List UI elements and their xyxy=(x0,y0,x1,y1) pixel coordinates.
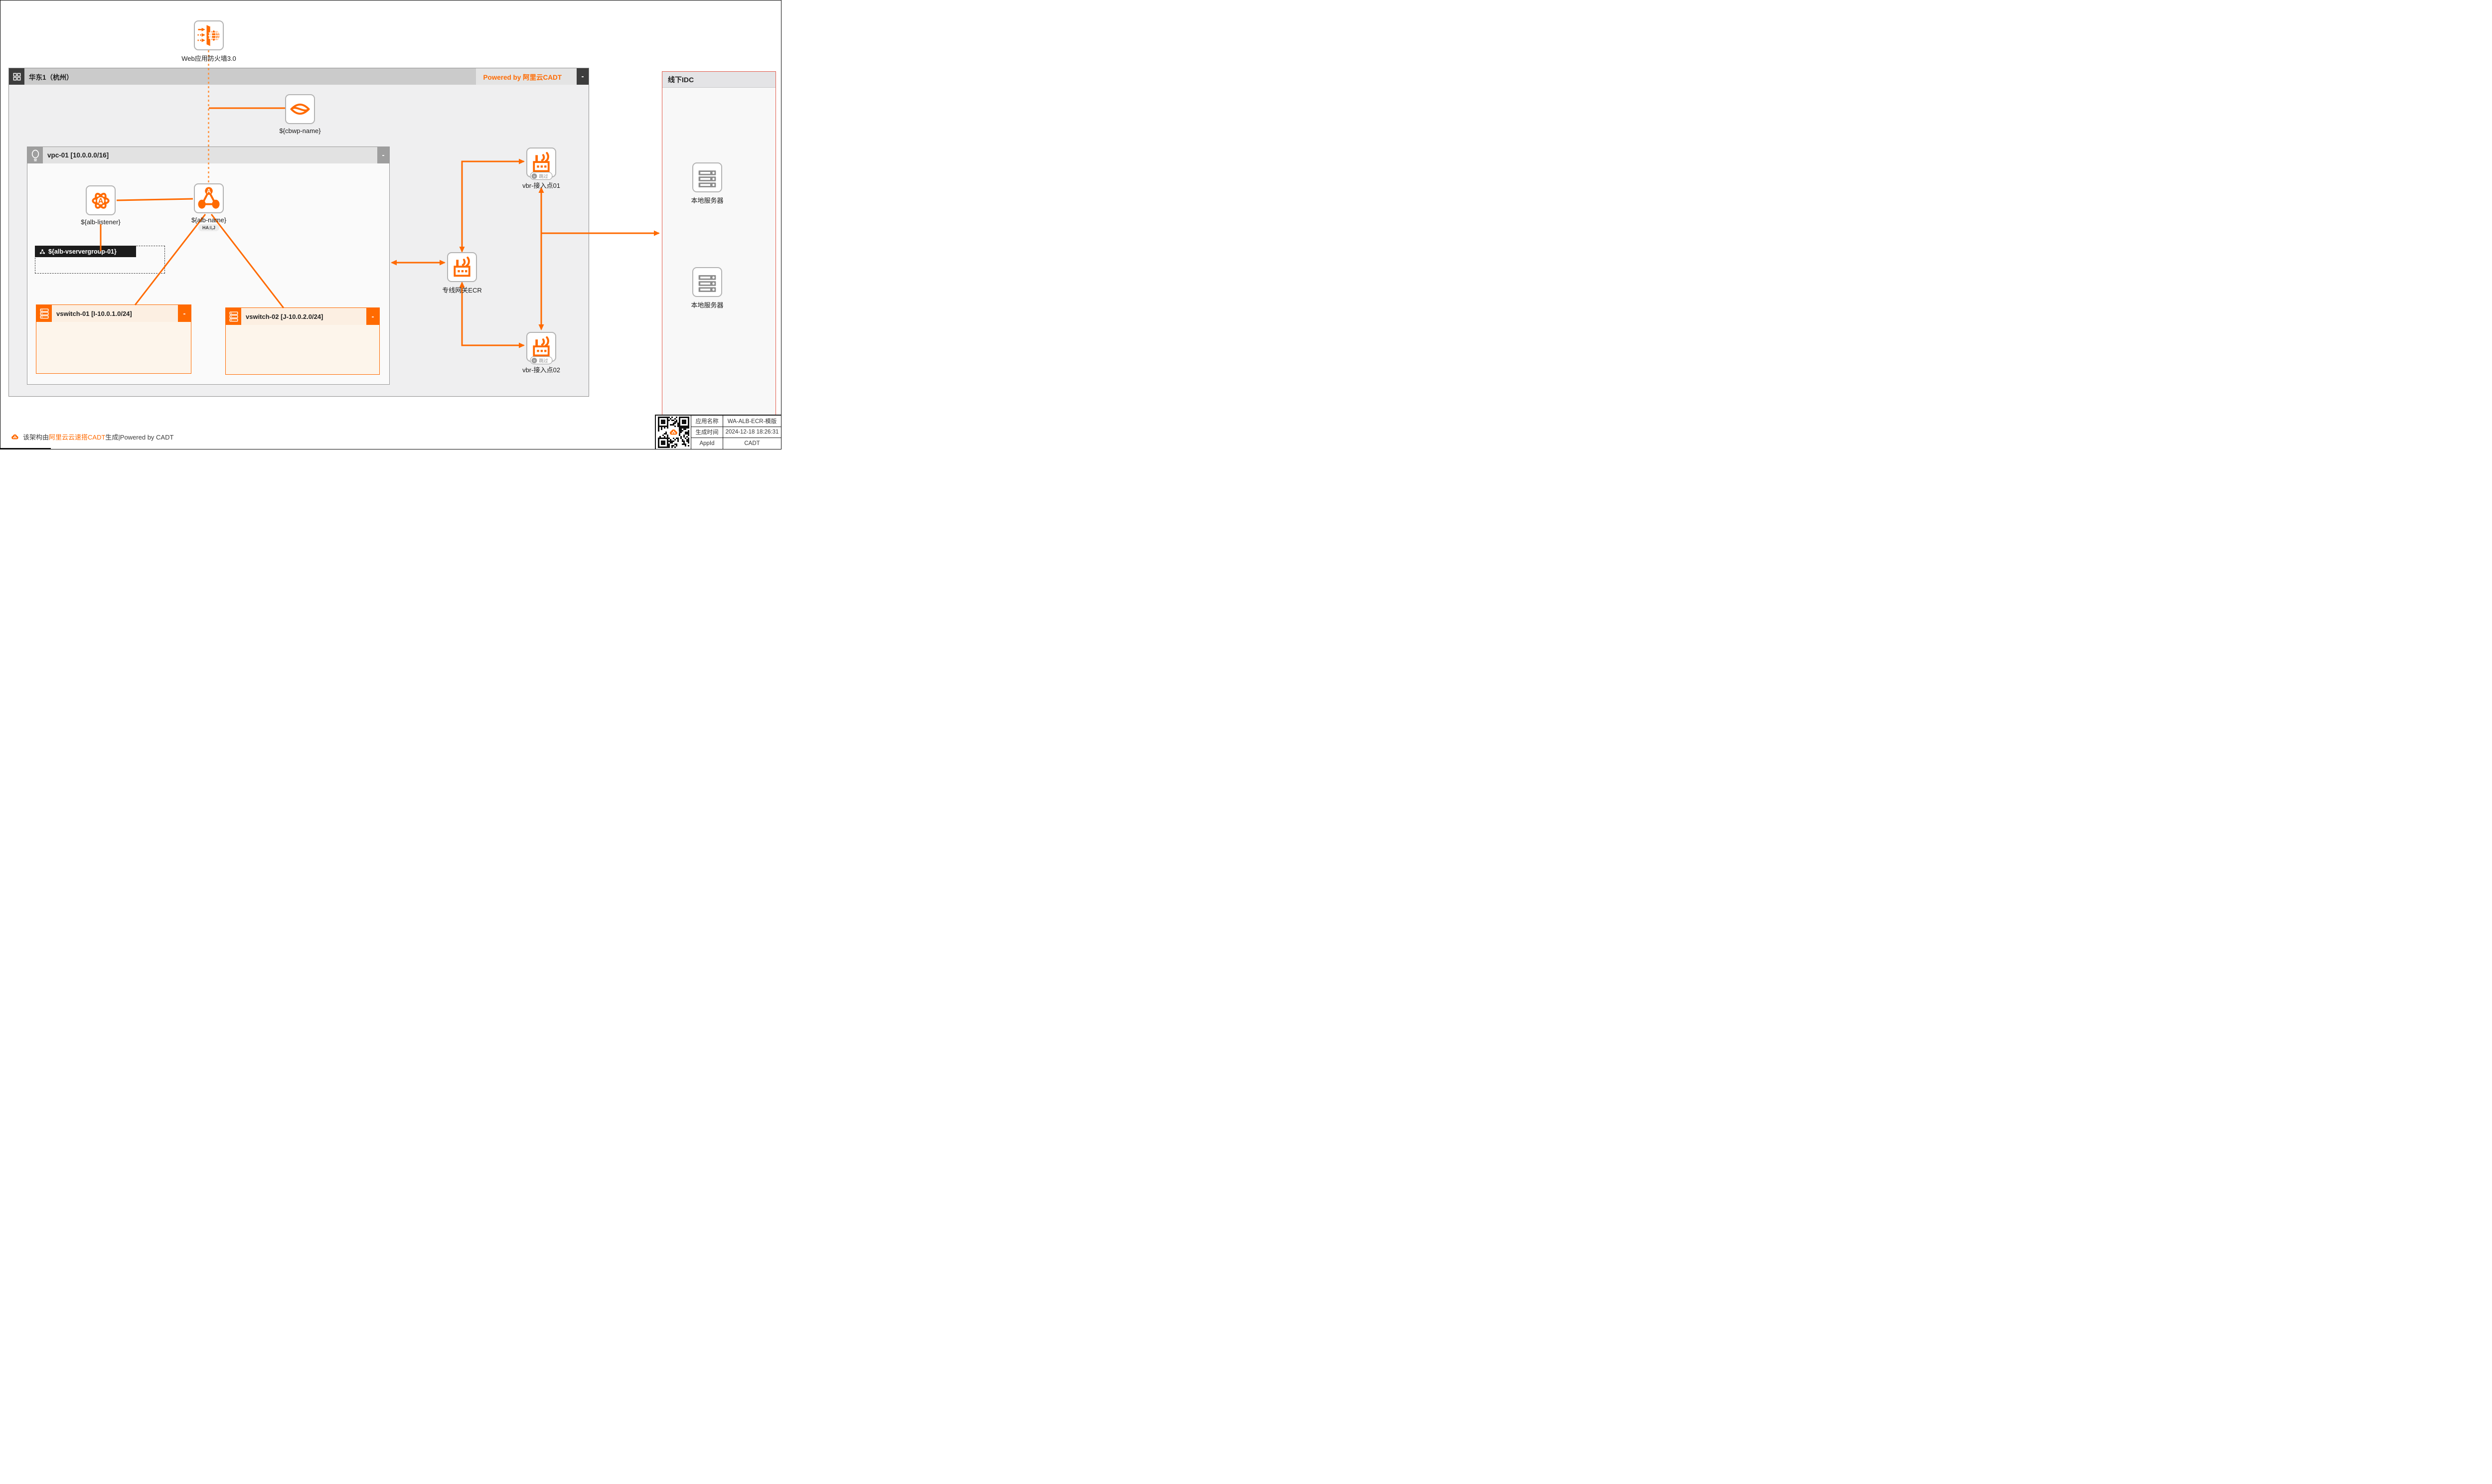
vbr2-skip-badge[interactable]: » 跳过 xyxy=(530,356,553,364)
vpc-icon xyxy=(27,147,43,163)
qr-cell xyxy=(656,416,691,449)
vswitch2-header[interactable]: vswitch-02 [J-10.0.2.0/24] - xyxy=(226,308,379,325)
alb-label: ${alb-name} xyxy=(191,216,227,224)
info-value: 2024-12-18 18:26:31 xyxy=(723,427,781,438)
vpc-collapse-button[interactable]: - xyxy=(377,147,389,163)
region-icon xyxy=(9,68,24,85)
footer-suffix: 生成|Powered by CADT xyxy=(105,434,174,441)
vswitch2-title: vswitch-02 [J-10.0.2.0/24] xyxy=(246,312,323,320)
region-header[interactable]: 华东1（杭州） Powered by 阿里云CADT - xyxy=(9,68,589,85)
powered-by-strip: Powered by 阿里云CADT xyxy=(476,68,577,85)
router-icon xyxy=(533,151,550,172)
alb-listener-node[interactable]: A ${alb-listener} xyxy=(81,185,121,226)
vswitch1-box: vswitch-01 [I-10.0.1.0/24] - xyxy=(36,304,191,374)
waf-node[interactable]: Web应用防火墙3.0 xyxy=(181,20,236,62)
alb-node[interactable]: A ${alb-name} HA:I,J xyxy=(191,183,226,231)
skip-icon: » xyxy=(531,173,537,179)
vswitch1-icon xyxy=(36,305,52,322)
vswitch1-collapse-button[interactable]: - xyxy=(178,305,191,322)
cbwp-icon xyxy=(290,103,310,115)
canvas-frame-strip xyxy=(0,448,51,449)
servergroup-icon xyxy=(39,249,45,254)
vpc-header[interactable]: vpc-01 [10.0.0.0/16] - xyxy=(27,147,389,163)
vswitch1-header[interactable]: vswitch-01 [I-10.0.1.0/24] - xyxy=(36,305,191,322)
alb-icon: A xyxy=(198,187,220,209)
skip-icon: » xyxy=(531,357,537,363)
vswitch-icon xyxy=(40,308,48,318)
cadt-logo-icon xyxy=(10,433,19,442)
alb-ha-badge: HA:I,J xyxy=(198,224,220,231)
vpc-balloon-icon xyxy=(31,149,39,161)
local-server1-label: 本地服务器 xyxy=(691,197,724,204)
vbr2-label: vbr-接入点02 xyxy=(522,366,560,374)
footer-credit: 该架构由阿里云云速搭CADT生成|Powered by CADT xyxy=(10,432,173,442)
alb-listener-icon: A xyxy=(92,192,110,209)
region-title: 华东1（杭州） xyxy=(29,73,73,81)
idc-title: 线下IDC xyxy=(668,75,694,84)
info-table: 应用名称 WA-ALB-ECR-模版 生成时间 2024-12-18 18:26… xyxy=(655,415,781,449)
vbr2-node[interactable]: » 跳过 vbr-接入点02 xyxy=(522,332,560,374)
local-server1-node[interactable]: 本地服务器 xyxy=(691,162,724,204)
vservergroup-label-box[interactable]: ${alb-vservergroup-01} xyxy=(35,246,136,257)
info-value: CADT xyxy=(723,438,781,449)
idc-box: 线下IDC xyxy=(662,71,776,419)
qr-code xyxy=(657,416,689,448)
region-collapse-button[interactable]: - xyxy=(577,68,589,85)
waf-icon xyxy=(197,25,220,46)
info-label: AppId xyxy=(691,438,723,449)
grid-icon xyxy=(13,73,20,80)
vpc-title: vpc-01 [10.0.0.0/16] xyxy=(47,151,109,159)
router-icon xyxy=(533,336,550,357)
vswitch2-collapse-button[interactable]: - xyxy=(366,308,379,325)
ecr-node[interactable]: 专线网关ECR xyxy=(442,252,482,294)
vswitch-icon xyxy=(229,311,238,321)
cadt-diagram-canvas: 华东1（杭州） Powered by 阿里云CADT - vpc-01 [10.… xyxy=(0,0,781,449)
footer-brand: 阿里云云速搭CADT xyxy=(49,434,106,441)
vbr1-node[interactable]: » 跳过 vbr-接入点01 xyxy=(522,148,560,189)
vservergroup-label: ${alb-vservergroup-01} xyxy=(48,248,117,255)
info-label: 生成时间 xyxy=(691,427,723,438)
local-server2-label: 本地服务器 xyxy=(691,301,724,309)
vbr1-skip-badge[interactable]: » 跳过 xyxy=(530,172,553,180)
vbr1-label: vbr-接入点01 xyxy=(522,182,560,189)
info-value: WA-ALB-ECR-模版 xyxy=(723,416,781,427)
svg-text:A: A xyxy=(98,197,103,205)
server-icon xyxy=(698,170,716,187)
info-label: 应用名称 xyxy=(691,416,723,427)
cbwp-label: ${cbwp-name} xyxy=(279,127,321,135)
alb-listener-label: ${alb-listener} xyxy=(81,218,121,226)
idc-header: 线下IDC xyxy=(662,72,776,88)
footer-prefix: 该架构由 xyxy=(23,434,49,441)
server-icon xyxy=(698,275,716,292)
cbwp-node[interactable]: ${cbwp-name} xyxy=(279,94,321,135)
footer-text: 该架构由阿里云云速搭CADT生成|Powered by CADT xyxy=(23,432,173,442)
vswitch2-box: vswitch-02 [J-10.0.2.0/24] - xyxy=(225,307,380,375)
vswitch1-title: vswitch-01 [I-10.0.1.0/24] xyxy=(56,309,132,317)
waf-label: Web应用防火墙3.0 xyxy=(181,55,236,62)
powered-by-text: Powered by 阿里云CADT xyxy=(483,73,562,81)
svg-text:A: A xyxy=(207,188,211,195)
ecr-label: 专线网关ECR xyxy=(442,287,482,294)
vswitch2-icon xyxy=(226,308,241,325)
router-icon xyxy=(454,256,470,277)
local-server2-node[interactable]: 本地服务器 xyxy=(691,267,724,309)
